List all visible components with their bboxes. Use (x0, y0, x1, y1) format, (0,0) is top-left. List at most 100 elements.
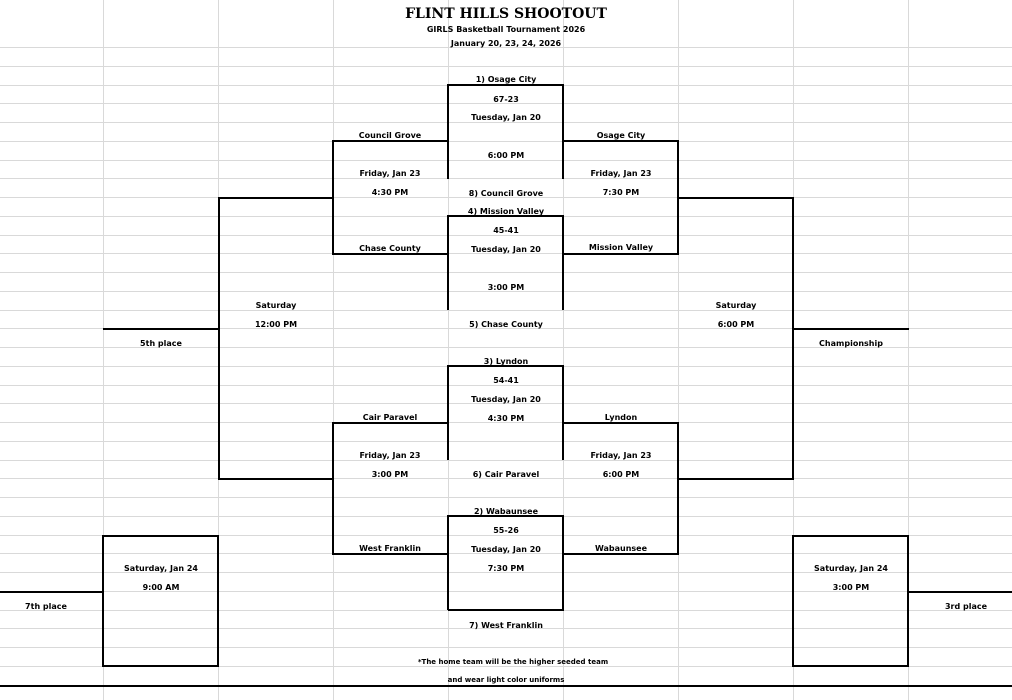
bracket-line (448, 215, 564, 217)
game2-day: Tuesday, Jan 20 (471, 245, 541, 254)
fifth-place-time: 12:00 PM (254, 320, 298, 329)
third-place-label: 3rd place (944, 602, 988, 611)
left-semi2-bottom-team: West Franklin (359, 544, 421, 553)
bracket-line (793, 328, 909, 330)
bracket-line (448, 365, 564, 367)
third-place-day: Saturday, Jan 24 (814, 564, 888, 573)
grid-row-line (0, 441, 1012, 442)
left-semi2-day: Friday, Jan 23 (359, 451, 421, 460)
tournament-subtitle: GIRLS Basketball Tournament 2026 (426, 25, 586, 34)
championship-label: Championship (819, 339, 883, 348)
grid-row-line (0, 591, 1012, 592)
bracket-line (332, 422, 334, 555)
page-bottom-border (0, 685, 1012, 687)
grid-row-line (0, 535, 1012, 536)
bracket-line (678, 478, 794, 480)
championship-time: 6:00 PM (717, 320, 755, 329)
bracket-line (448, 515, 564, 517)
grid-row-line (0, 253, 1012, 254)
bracket-line (793, 535, 909, 537)
bracket-line (447, 215, 449, 310)
game2-low-seed: 5) Chase County (469, 320, 543, 329)
right-semi2-day: Friday, Jan 23 (590, 451, 652, 460)
grid-column-line (333, 0, 334, 700)
bracket-line (562, 84, 564, 179)
grid-row-line (0, 572, 1012, 573)
game2-time: 3:00 PM (487, 283, 525, 292)
seventh-place-time: 9:00 AM (142, 583, 180, 592)
game4-day: Tuesday, Jan 20 (471, 545, 541, 554)
bracket-line (102, 535, 104, 667)
bracket-line (218, 197, 334, 199)
game3-day: Tuesday, Jan 20 (471, 395, 541, 404)
fifth-place-label: 5th place (140, 339, 182, 348)
grid-column-line (678, 0, 679, 700)
grid-row-line (0, 291, 1012, 292)
footnote-line2: and wear light color uniforms (447, 676, 565, 684)
fifth-place-day: Saturday (255, 301, 297, 310)
grid-row-line (0, 666, 1012, 667)
grid-row-line (0, 647, 1012, 648)
game3-high-seed: 3) Lyndon (483, 357, 529, 366)
bracket-line (447, 515, 449, 610)
grid-row-line (0, 422, 1012, 423)
bracket-line (678, 197, 794, 199)
grid-column-line (103, 0, 104, 700)
third-place-time: 3:00 PM (832, 583, 870, 592)
bracket-line (333, 422, 449, 424)
left-semi1-time: 4:30 PM (371, 188, 409, 197)
right-semi2-time: 6:00 PM (602, 470, 640, 479)
right-semi1-bottom-team: Mission Valley (588, 243, 654, 252)
bracket-line (448, 84, 564, 86)
grid-column-line (563, 0, 564, 700)
bracket-line (447, 84, 449, 179)
game3-time: 4:30 PM (487, 414, 525, 423)
right-semi1-time: 7:30 PM (602, 188, 640, 197)
right-semi1-day: Friday, Jan 23 (590, 169, 652, 178)
bracket-line (792, 197, 794, 480)
grid-row-line (0, 347, 1012, 348)
tournament-dates: January 20, 23, 24, 2026 (450, 39, 562, 48)
grid-row-line (0, 497, 1012, 498)
right-semi2-top-team: Lyndon (604, 413, 638, 422)
bracket-line (562, 215, 564, 310)
game1-time: 6:00 PM (487, 151, 525, 160)
game1-score: 67-23 (493, 95, 519, 104)
game1-day: Tuesday, Jan 20 (471, 113, 541, 122)
game4-high-seed: 2) Wabaunsee (473, 507, 539, 516)
grid-row-line (0, 197, 1012, 198)
bracket-line (563, 140, 679, 142)
bracket-line (563, 422, 679, 424)
right-semi2-bottom-team: Wabaunsee (594, 544, 648, 553)
bracket-line (563, 553, 679, 555)
seventh-place-day: Saturday, Jan 24 (124, 564, 198, 573)
game1-low-seed: 8) Council Grove (468, 189, 544, 198)
grid-column-line (448, 0, 449, 700)
grid-row-line (0, 235, 1012, 236)
game4-low-seed: 7) West Franklin (469, 621, 543, 630)
left-semi2-time: 3:00 PM (371, 470, 409, 479)
bracket-line (792, 535, 794, 667)
bracket-line (562, 515, 564, 610)
grid-row-line (0, 478, 1012, 479)
bracket-line (103, 328, 219, 330)
right-semi1-top-team: Osage City (596, 131, 646, 140)
game2-score: 45-41 (493, 226, 519, 235)
grid-row-line (0, 385, 1012, 386)
bracket-line (333, 140, 449, 142)
left-semi1-day: Friday, Jan 23 (359, 169, 421, 178)
grid-row-line (0, 141, 1012, 142)
bracket-line (563, 253, 679, 255)
grid-row-line (0, 47, 1012, 48)
bracket-line (562, 365, 564, 460)
tournament-title: FLINT HILLS SHOOTOUT (405, 6, 607, 22)
bracket-line (0, 591, 104, 593)
bracket-line (793, 665, 909, 667)
seventh-place-label: 7th place (25, 602, 67, 611)
grid-row-line (0, 553, 1012, 554)
grid-row-line (0, 272, 1012, 273)
grid-row-line (0, 122, 1012, 123)
bracket-line (103, 535, 219, 537)
game1-high-seed: 1) Osage City (475, 75, 537, 84)
grid-row-line (0, 460, 1012, 461)
